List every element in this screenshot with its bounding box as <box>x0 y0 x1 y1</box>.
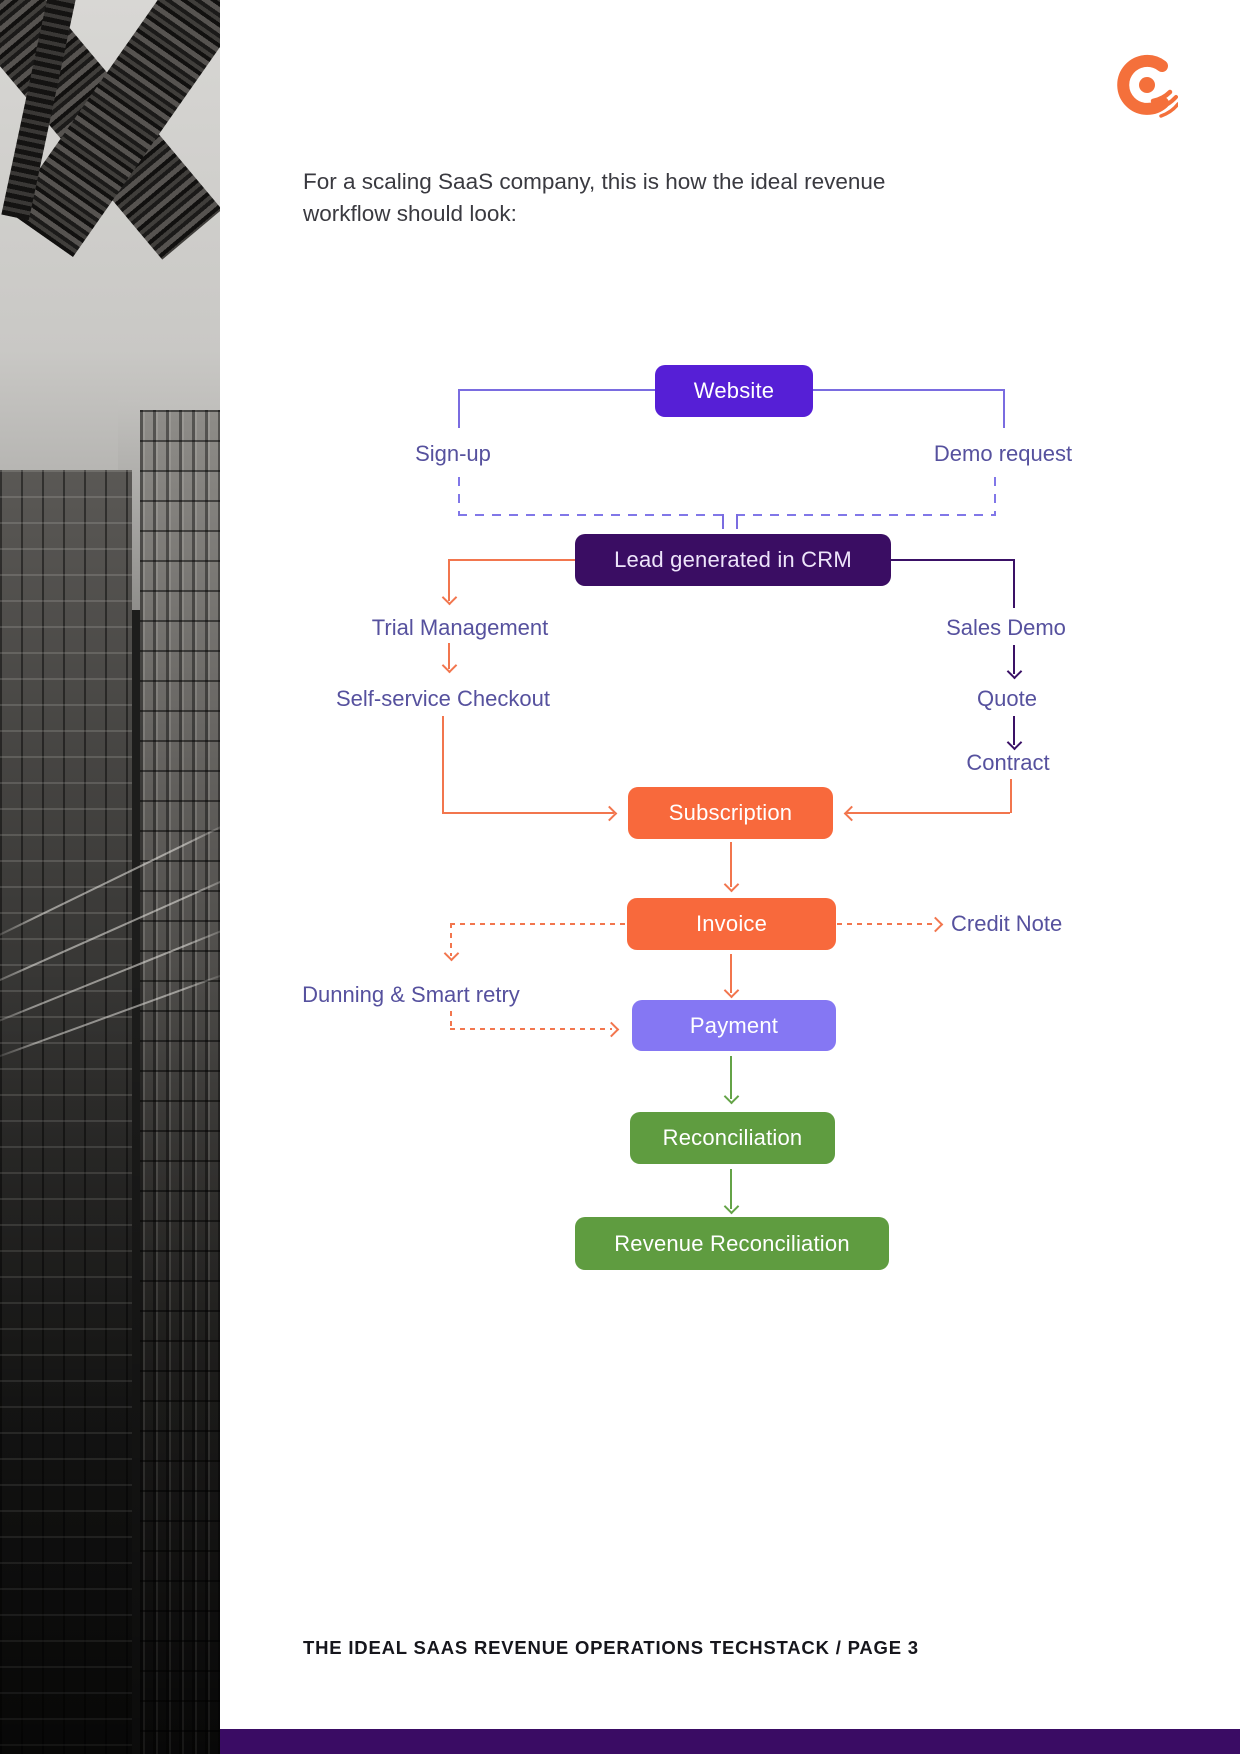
flow-line-dashed <box>736 514 994 516</box>
building-photo <box>0 0 220 1754</box>
flow-line <box>1013 716 1015 745</box>
label-sales-demo: Sales Demo <box>946 615 1066 640</box>
label-demo-request: Demo request <box>933 441 1073 466</box>
arrowhead-down <box>723 982 740 999</box>
node-subscription: Subscription <box>628 787 833 839</box>
node-invoice: Invoice <box>627 898 836 950</box>
node-lead-generated-crm: Lead generated in CRM <box>575 534 891 586</box>
flow-line <box>1013 559 1015 608</box>
flow-line <box>813 389 1003 391</box>
footer-bar <box>220 1729 1240 1754</box>
flow-line <box>1010 779 1012 813</box>
node-revenue-reconciliation: Revenue Reconciliation <box>575 1217 889 1270</box>
label-contract: Contract <box>966 750 1050 775</box>
flow-line <box>458 389 460 428</box>
label-dunning-smart-retry: Dunning & Smart retry <box>302 982 520 1007</box>
flow-line-dashed <box>458 477 460 516</box>
flow-line <box>730 1056 732 1099</box>
flow-line-dashed <box>450 923 627 925</box>
flow-line-dashed <box>994 477 996 516</box>
label-sign-up: Sign-up <box>415 441 491 466</box>
flow-line <box>442 716 444 813</box>
flow-line <box>730 842 732 887</box>
intro-line-1: For a scaling SaaS company, this is how … <box>303 169 886 194</box>
flow-line <box>458 389 655 391</box>
flow-line <box>442 812 614 814</box>
flow-line-dashed <box>450 1028 612 1030</box>
arrowhead-down <box>441 657 458 674</box>
flow-line <box>448 559 575 561</box>
label-credit-note: Credit Note <box>951 911 1063 936</box>
footer-text: THE IDEAL SAAS REVENUE OPERATIONS TECHST… <box>303 1637 919 1658</box>
flow-line <box>1003 389 1005 428</box>
intro-line-2: workflow should look: <box>303 201 517 226</box>
node-payment: Payment <box>632 1000 836 1051</box>
arrowhead-right <box>927 916 944 933</box>
label-trial-management: Trial Management <box>371 615 549 640</box>
flow-line <box>891 559 1013 561</box>
arrowhead-down <box>1006 663 1023 680</box>
arrowhead-left <box>843 805 860 822</box>
flow-line-dashed <box>458 514 722 516</box>
intro-text: For a scaling SaaS company, this is how … <box>303 166 885 230</box>
flow-line-dashed <box>450 923 452 956</box>
flow-line <box>730 1169 732 1209</box>
flow-line <box>846 812 1010 814</box>
arrowhead-down <box>443 945 460 962</box>
flow-line <box>736 514 738 529</box>
flow-line <box>1013 645 1015 674</box>
label-self-service-checkout: Self-service Checkout <box>336 686 550 711</box>
label-quote: Quote <box>977 686 1037 711</box>
photo-shade <box>0 0 220 1754</box>
flow-line <box>448 643 450 669</box>
flow-line-dashed <box>837 923 937 925</box>
flow-line <box>448 559 450 601</box>
node-reconciliation: Reconciliation <box>630 1112 835 1164</box>
arrowhead-down <box>723 1198 740 1215</box>
arrowhead-right <box>603 1021 620 1038</box>
arrowhead-down <box>441 589 458 606</box>
arrowhead-right <box>601 805 618 822</box>
arrowhead-down <box>1006 734 1023 751</box>
arrowhead-down <box>723 1088 740 1105</box>
flow-line <box>722 514 724 529</box>
flow-line <box>730 954 732 993</box>
chargebee-logo-icon <box>1117 54 1178 118</box>
flow-line-dashed <box>450 1011 452 1029</box>
arrowhead-down <box>723 876 740 893</box>
node-website: Website <box>655 365 813 417</box>
